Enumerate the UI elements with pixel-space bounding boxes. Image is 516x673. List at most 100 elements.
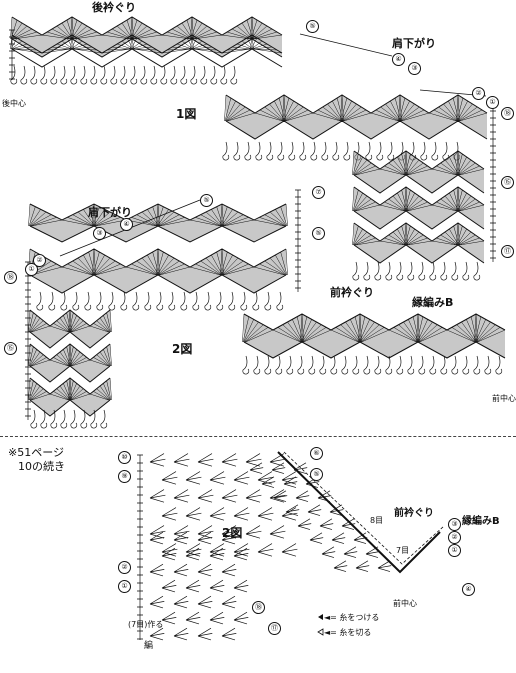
stitch-mark — [30, 214, 52, 227]
stitch-mark — [393, 327, 418, 343]
stitch-mark — [251, 22, 263, 40]
stitch-mark — [63, 315, 71, 333]
stitch-mark — [282, 324, 302, 343]
stitch-mark — [458, 162, 476, 176]
stitch-mark — [264, 214, 286, 227]
shell-stitch — [185, 547, 201, 561]
stitch-mark — [56, 320, 70, 333]
stitch-mark — [28, 312, 34, 333]
stitch-mark — [221, 209, 233, 227]
stitch-mark — [252, 46, 273, 50]
stitch-mark — [251, 43, 268, 50]
chain-loop — [108, 291, 116, 311]
shell-stitch — [221, 453, 238, 467]
shell-stitch — [185, 507, 202, 521]
shell-stitch — [209, 507, 226, 521]
chain-loop — [48, 291, 56, 311]
stitch-mark — [405, 159, 420, 176]
stitch-mark — [399, 103, 415, 122]
stitch-mark — [59, 351, 71, 367]
stitch-mark — [106, 380, 112, 401]
chain-loop — [431, 141, 439, 161]
chain-loop — [374, 355, 382, 375]
shell-stitch — [149, 489, 166, 503]
shell-stitch — [149, 627, 165, 641]
chain-loop — [495, 355, 503, 375]
stitch-mark — [354, 234, 372, 246]
stitch-mark — [431, 204, 457, 212]
fig2-title: 2図 — [172, 342, 193, 356]
stitch-mark — [116, 43, 133, 50]
stitch-mark — [284, 106, 304, 122]
chain-loop — [352, 261, 360, 281]
stitch-mark — [192, 46, 213, 50]
shell-stitch — [309, 532, 324, 544]
ripple-edge — [225, 120, 488, 140]
stitch-mark — [456, 97, 464, 122]
shell-stitch — [331, 532, 346, 544]
stitch-mark — [231, 46, 252, 50]
stitch-mark — [70, 34, 73, 50]
shoulder-label-2: 肩下がり — [88, 206, 132, 219]
stitch-mark — [419, 329, 448, 343]
chain-loop — [204, 291, 212, 311]
stitch-mark — [131, 22, 143, 40]
chain-loop — [363, 261, 371, 281]
stitch-mark — [352, 225, 359, 246]
stitch-mark — [171, 46, 192, 50]
stitch-mark — [31, 219, 63, 227]
chain-loop — [440, 261, 448, 281]
stitch-mark — [436, 201, 458, 212]
chain-loop — [244, 141, 252, 161]
front-neck-label: 前衿ぐり — [330, 286, 374, 299]
stitch-mark — [227, 112, 256, 122]
front-center-label-2: 前中心 — [393, 599, 417, 608]
stitch-mark — [226, 106, 246, 122]
section-divider — [0, 436, 516, 437]
cut-arrow-icon — [317, 628, 324, 636]
row-marker: ⑥ — [310, 447, 323, 460]
stitch-mark — [355, 204, 381, 212]
stitch-mark — [388, 234, 406, 246]
shell-stitch — [173, 525, 190, 539]
chain-loop — [276, 291, 284, 311]
stitch-mark — [449, 156, 459, 176]
stitch-mark — [404, 189, 411, 212]
shell-stitch — [173, 563, 189, 577]
stitch-mark — [475, 313, 478, 343]
shell-stitch — [221, 563, 237, 577]
stitch-mark — [242, 313, 245, 343]
stitch-mark — [359, 313, 362, 343]
stitch-mark — [109, 377, 112, 401]
stitch-mark — [77, 211, 95, 227]
ripple-edge — [243, 341, 506, 359]
stitch-mark — [72, 214, 94, 227]
stitch-mark — [358, 313, 361, 343]
shell-stitch — [161, 471, 178, 485]
stitch-mark — [193, 48, 223, 54]
continuation-title: 2図 — [222, 526, 243, 540]
chain-loop — [210, 65, 218, 85]
shell-stitch — [341, 518, 356, 530]
stitch-mark — [159, 219, 191, 227]
stitch-mark — [354, 237, 376, 246]
shell-stitch — [269, 453, 286, 467]
stitch-mark — [29, 385, 41, 401]
chain-loop — [341, 355, 349, 375]
stitch-mark — [404, 150, 407, 176]
stitch-mark — [245, 329, 274, 343]
shell-stitch — [197, 525, 214, 539]
row-marker: ⑨ — [118, 470, 131, 483]
stitch-mark — [71, 22, 83, 40]
shell-stitch — [161, 507, 178, 521]
chain-loop — [130, 65, 138, 85]
stitch-mark — [223, 266, 255, 276]
stitch-mark — [28, 203, 31, 227]
stitch-mark — [30, 357, 47, 367]
stitch-mark — [69, 383, 77, 401]
shell-stitch — [333, 560, 348, 572]
stitch-mark — [312, 112, 341, 122]
shell-stitch — [285, 504, 300, 516]
shell-stitch — [173, 531, 189, 545]
stitch-mark — [73, 48, 103, 54]
